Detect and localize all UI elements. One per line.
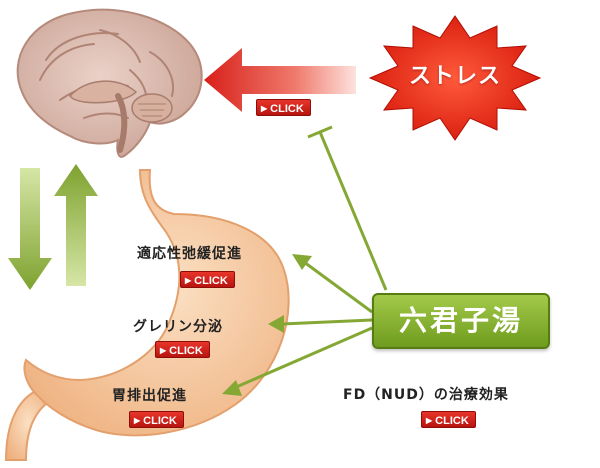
click-text: CLICK <box>169 345 203 357</box>
down-arrow <box>8 168 52 290</box>
stress-arrow <box>204 48 356 112</box>
gastric-emptying-click-button[interactable]: ▶CLICK <box>129 411 184 428</box>
stress-click-button[interactable]: ▶CLICK <box>256 99 311 116</box>
play-icon: ▶ <box>261 104 268 113</box>
click-text: CLICK <box>143 415 177 427</box>
fd-click-button[interactable]: ▶CLICK <box>421 411 476 428</box>
play-icon: ▶ <box>426 416 433 425</box>
play-icon: ▶ <box>185 276 192 285</box>
stress-label: ストレス <box>408 64 501 89</box>
stomach-illustration <box>4 169 290 461</box>
relaxation-click-button[interactable]: ▶CLICK <box>180 271 235 288</box>
click-text: CLICK <box>270 103 304 115</box>
click-text: CLICK <box>435 415 469 427</box>
brain-illustration <box>16 8 203 158</box>
up-arrow <box>54 164 98 286</box>
effect-arrows <box>222 254 373 396</box>
effect-label-ghrelin: グレリン分泌 <box>133 319 223 335</box>
effect-label-relaxation: 適応性弛緩促進 <box>137 246 242 262</box>
ghrelin-click-button[interactable]: ▶CLICK <box>155 341 210 358</box>
play-icon: ▶ <box>134 416 141 425</box>
play-icon: ▶ <box>160 346 167 355</box>
effect-label-gastric-emptying: 胃排出促進 <box>112 388 187 404</box>
stress-burst <box>368 15 542 141</box>
fd-effect-label: FD（NUD）の治療効果 <box>343 387 509 403</box>
click-text: CLICK <box>194 275 228 287</box>
rikkunshito-box: 六君子湯 <box>372 293 550 349</box>
inhibition-line <box>307 125 388 291</box>
